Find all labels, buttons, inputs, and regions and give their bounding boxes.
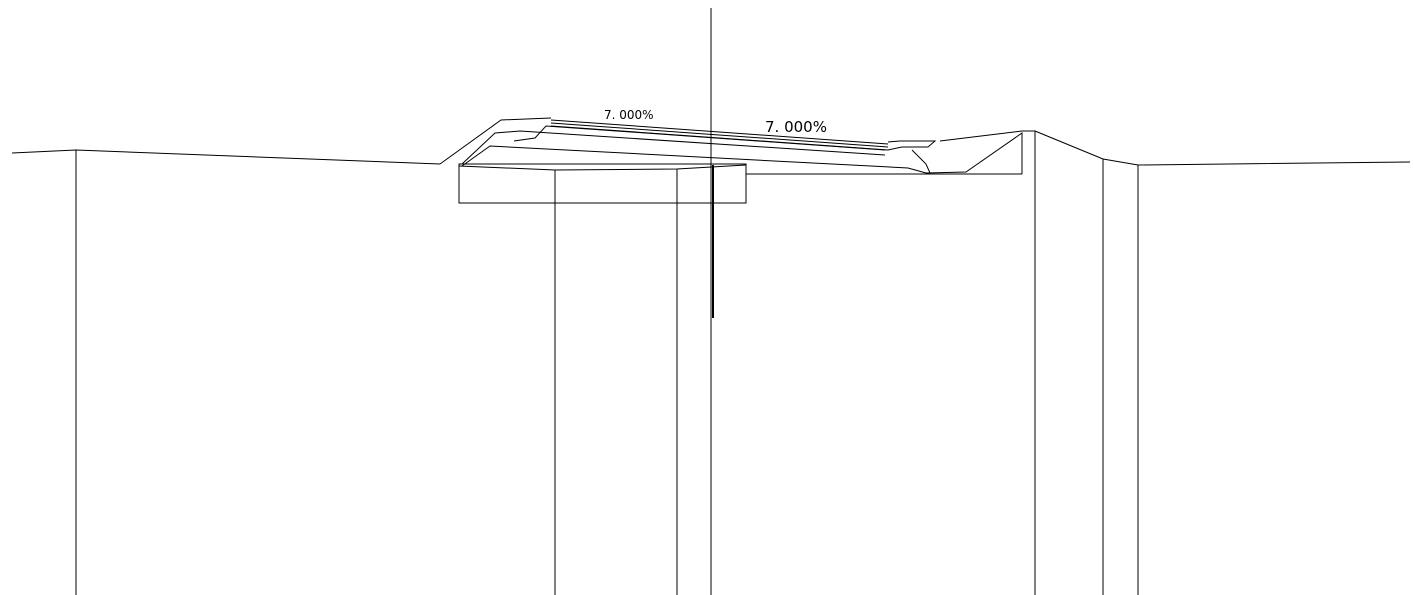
pavement-surface-top-a [550,119,889,145]
embankment-outer-left [439,117,552,165]
pavement-surface-top-b [550,122,889,148]
pavement-layer-3 [461,145,927,174]
structure-diagonal-right [911,149,931,174]
base-structure-top-line [458,164,747,171]
embankment-inner-right [925,132,1023,174]
embankment-outer-right [939,130,1035,142]
slope-label-left: 7. 000% [604,108,654,122]
pavement-surface-top-c [550,125,889,151]
shoulder-right [887,140,937,151]
pavement-layer-1 [461,130,886,165]
ground-line-right [1034,130,1411,166]
base-structure-box [458,163,747,204]
slope-label-right: 7. 000% [765,118,827,136]
pavement-layer-2 [513,125,886,151]
